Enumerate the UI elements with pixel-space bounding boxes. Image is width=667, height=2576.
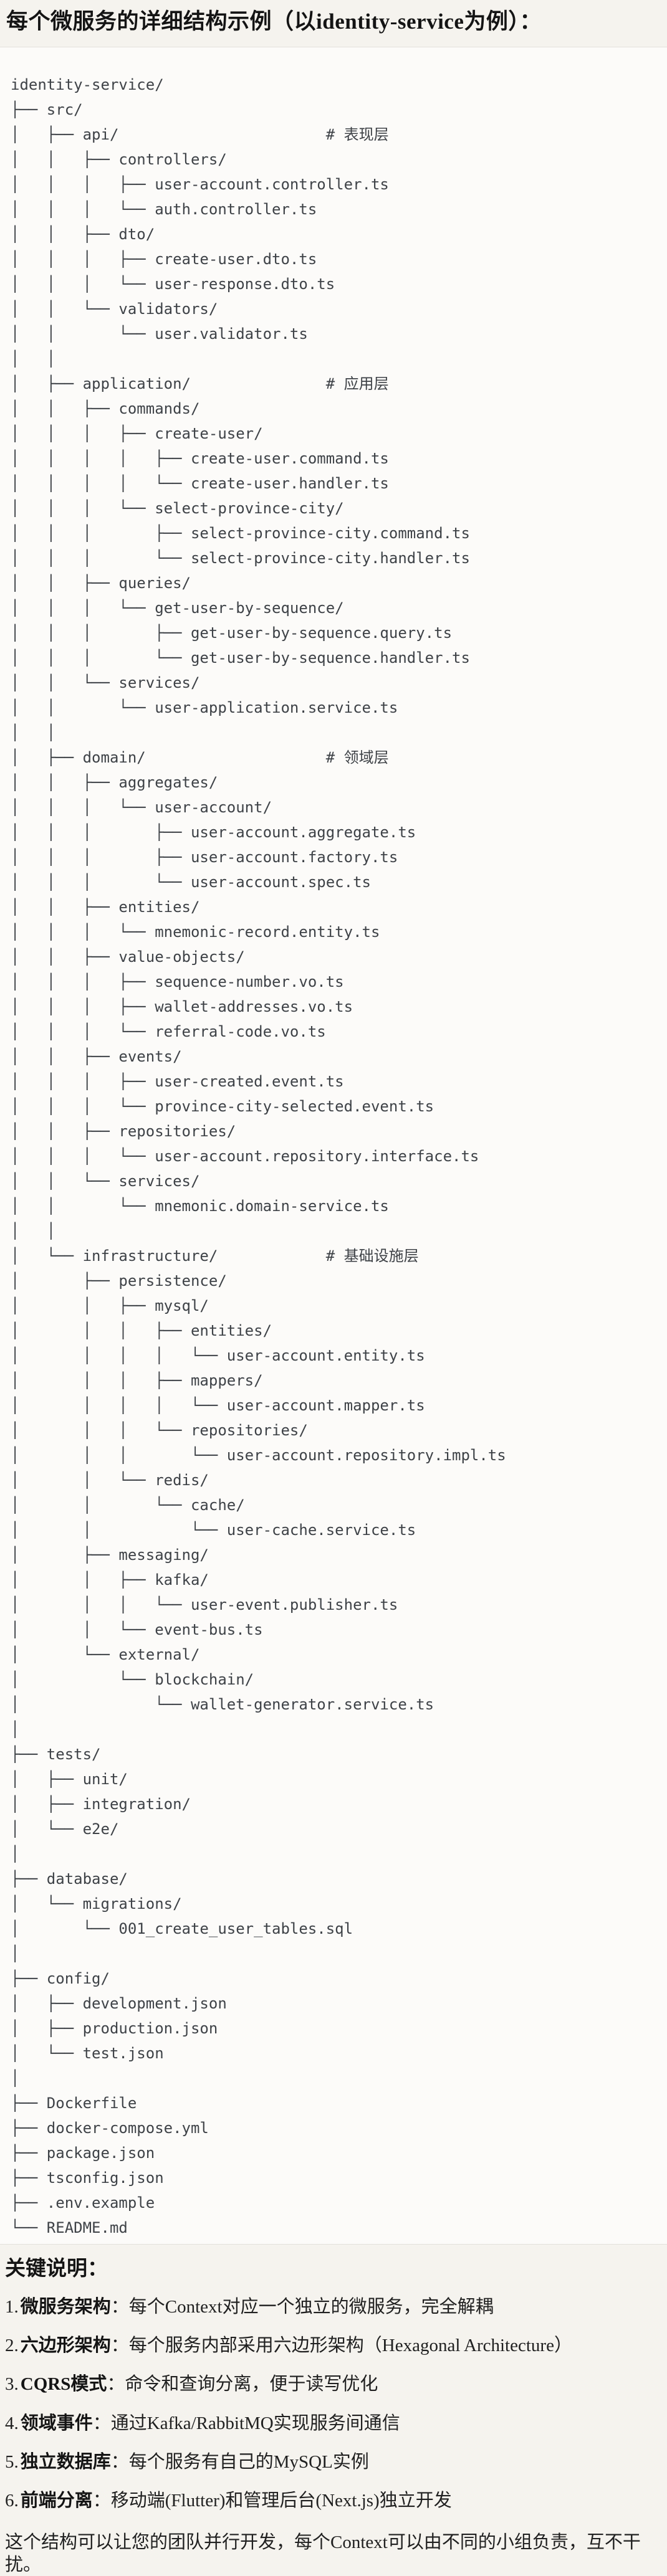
note-text: ：通过Kafka/RabbitMQ实现服务间通信 bbox=[92, 2413, 400, 2433]
note-body: 前端分离：移动端(Flutter)和管理后台(Next.js)独立开发 bbox=[21, 2491, 452, 2511]
notes-footer: 这个结构可以让您的团队并行开发，每个Context可以由不同的小组负责，互不干扰… bbox=[5, 2532, 641, 2575]
note-item: 1. 微服务架构：每个Context对应一个独立的微服务，完全解耦 bbox=[5, 2297, 660, 2317]
note-number: 5. bbox=[5, 2451, 19, 2472]
note-number: 3. bbox=[5, 2374, 19, 2395]
note-body: 六边形架构：每个服务内部采用六边形架构（Hexagonal Architectu… bbox=[21, 2336, 572, 2356]
note-number: 6. bbox=[5, 2491, 19, 2511]
note-number: 4. bbox=[5, 2413, 19, 2433]
note-item: 2. 六边形架构：每个服务内部采用六边形架构（Hexagonal Archite… bbox=[5, 2336, 660, 2356]
note-body: 独立数据库：每个服务有自己的MySQL实例 bbox=[21, 2452, 369, 2473]
note-text: ：每个Context对应一个独立的微服务，完全解耦 bbox=[110, 2296, 494, 2317]
note-text: ：命令和查询分离，便于读写优化 bbox=[107, 2374, 378, 2395]
page-title: 每个微服务的详细结构示例（以identity-service为例）： bbox=[6, 9, 542, 34]
note-body: 微服务架构：每个Context对应一个独立的微服务，完全解耦 bbox=[21, 2297, 494, 2317]
note-label: 微服务架构 bbox=[20, 2296, 111, 2317]
note-label: 独立数据库 bbox=[20, 2451, 111, 2472]
notes-heading: 关键说明： bbox=[5, 2258, 108, 2280]
note-item: 3. CQRS模式：命令和查询分离，便于读写优化 bbox=[5, 2374, 660, 2395]
note-label: 六边形架构 bbox=[20, 2335, 111, 2355]
note-text: ：每个服务有自己的MySQL实例 bbox=[110, 2451, 369, 2472]
note-text: ：移动端(Flutter)和管理后台(Next.js)独立开发 bbox=[92, 2491, 452, 2511]
directory-tree-code-block: identity-service/ ├── src/ │ ├── api/ # … bbox=[0, 47, 667, 2245]
note-item: 6. 前端分离：移动端(Flutter)和管理后台(Next.js)独立开发 bbox=[5, 2491, 660, 2511]
note-body: CQRS模式：命令和查询分离，便于读写优化 bbox=[21, 2374, 378, 2395]
note-label: CQRS模式 bbox=[20, 2374, 107, 2395]
note-item: 5. 独立数据库：每个服务有自己的MySQL实例 bbox=[5, 2452, 660, 2473]
note-number: 2. bbox=[5, 2335, 19, 2355]
note-body: 领域事件：通过Kafka/RabbitMQ实现服务间通信 bbox=[21, 2413, 400, 2434]
key-notes-section: 关键说明： 1. 微服务架构：每个Context对应一个独立的微服务，完全解耦 … bbox=[5, 2257, 660, 2576]
note-number: 1. bbox=[5, 2296, 19, 2317]
note-item: 4. 领域事件：通过Kafka/RabbitMQ实现服务间通信 bbox=[5, 2413, 660, 2434]
note-label: 领域事件 bbox=[20, 2413, 93, 2433]
note-label: 前端分离 bbox=[20, 2491, 93, 2511]
note-text: ：每个服务内部采用六边形架构（Hexagonal Architecture） bbox=[110, 2335, 572, 2355]
